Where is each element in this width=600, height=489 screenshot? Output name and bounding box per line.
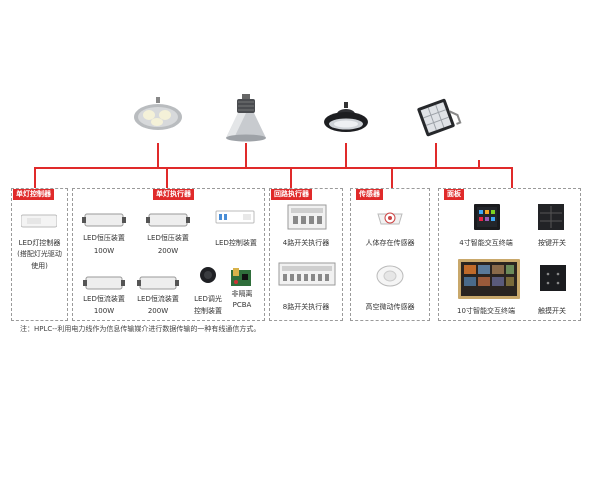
microwave-sensor-label: 高空微动传感器 (365, 303, 415, 311)
connector-group3 (290, 167, 292, 188)
group-single-actuator (72, 188, 265, 321)
4-way-switch-actuator-icon (287, 204, 327, 230)
led-dimming-device-icon (200, 267, 216, 283)
connector-group4 (391, 167, 393, 188)
led-dimming-label: LED调光 (194, 295, 222, 303)
connector-group2 (166, 167, 168, 188)
key-switch-icon (538, 204, 564, 230)
group-single-controller (11, 188, 68, 321)
group-sensor (350, 188, 430, 321)
led-cc-200w-label: LED恒流装置 (137, 295, 179, 303)
tag-sensor: 传感器 (356, 189, 383, 200)
connector-lamp1 (157, 143, 159, 168)
led-cv-100w-sub: 100W (93, 247, 115, 255)
led-controller-sub2: 使用) (31, 262, 48, 270)
connector-lamp3 (345, 143, 347, 168)
led-cc-100w-label: LED恒流装置 (83, 295, 125, 303)
led-cc-200w-sub: 200W (147, 307, 169, 315)
led-controller-sub1: (搭配灯光驱动 (17, 250, 62, 258)
connector-group5 (511, 167, 513, 188)
pcba-sub: PCBA (232, 301, 252, 309)
floodlight-icon (417, 98, 462, 137)
10-inch-terminal-icon (458, 259, 520, 299)
8-way-switch-actuator-icon (278, 262, 336, 286)
pcba-label: 非隔离 (231, 290, 253, 298)
led-cv-100w-device-icon (82, 213, 126, 227)
connector-right-stub (478, 160, 480, 168)
led-controller-device-icon (21, 214, 57, 228)
connector-group1 (34, 167, 36, 188)
connector-lamp4 (435, 143, 437, 168)
led-control-device-icon (215, 210, 255, 224)
presence-sensor-label: 人体存在传感器 (365, 239, 415, 247)
10-inch-terminal-label: 10寸智能交互终端 (457, 307, 515, 315)
group-loop-actuator (269, 188, 343, 321)
bell-highbay-lamp-icon (226, 94, 266, 142)
presence-sensor-icon (377, 212, 403, 225)
connector-top-line (34, 167, 512, 169)
pcba-board-icon (231, 268, 251, 286)
connector-lamp2 (245, 143, 247, 168)
tag-single-actuator: 单灯执行器 (153, 189, 194, 200)
led-control-label: LED控制装置 (215, 239, 257, 247)
tag-panel: 面板 (444, 189, 464, 200)
8-way-switch-label: 8路开关执行器 (282, 303, 330, 311)
group-panel (438, 188, 581, 321)
led-dimming-sub: 控制装置 (194, 307, 222, 315)
key-switch-label: 按键开关 (538, 239, 566, 247)
4-inch-terminal-label: 4寸智能交互终端 (459, 239, 513, 247)
led-cv-200w-device-icon (146, 213, 190, 227)
tag-loop-actuator: 回路执行器 (271, 189, 312, 200)
touch-switch-label: 触摸开关 (538, 307, 566, 315)
ufo-highbay-lamp-icon (324, 102, 368, 132)
led-cv-100w-label: LED恒压装置 (83, 234, 125, 242)
footnote: 注：HPLC--利用电力线作为信息传输媒介进行数据传输的一种有线通信方式。 (20, 325, 261, 333)
led-controller-label: LED灯控制器 (18, 239, 61, 247)
4-inch-terminal-icon (474, 204, 500, 230)
led-cc-100w-sub: 100W (93, 307, 115, 315)
microwave-sensor-icon (376, 265, 404, 287)
touch-switch-icon (540, 265, 566, 291)
led-cc-200w-device-icon (137, 276, 179, 290)
led-cc-100w-device-icon (83, 276, 125, 290)
4-way-switch-label: 4路开关执行器 (282, 239, 330, 247)
led-cv-200w-sub: 200W (157, 247, 179, 255)
highbay-lamp-icon (134, 97, 182, 130)
led-cv-200w-label: LED恒压装置 (147, 234, 189, 242)
tag-single-controller: 单灯控制器 (13, 189, 54, 200)
